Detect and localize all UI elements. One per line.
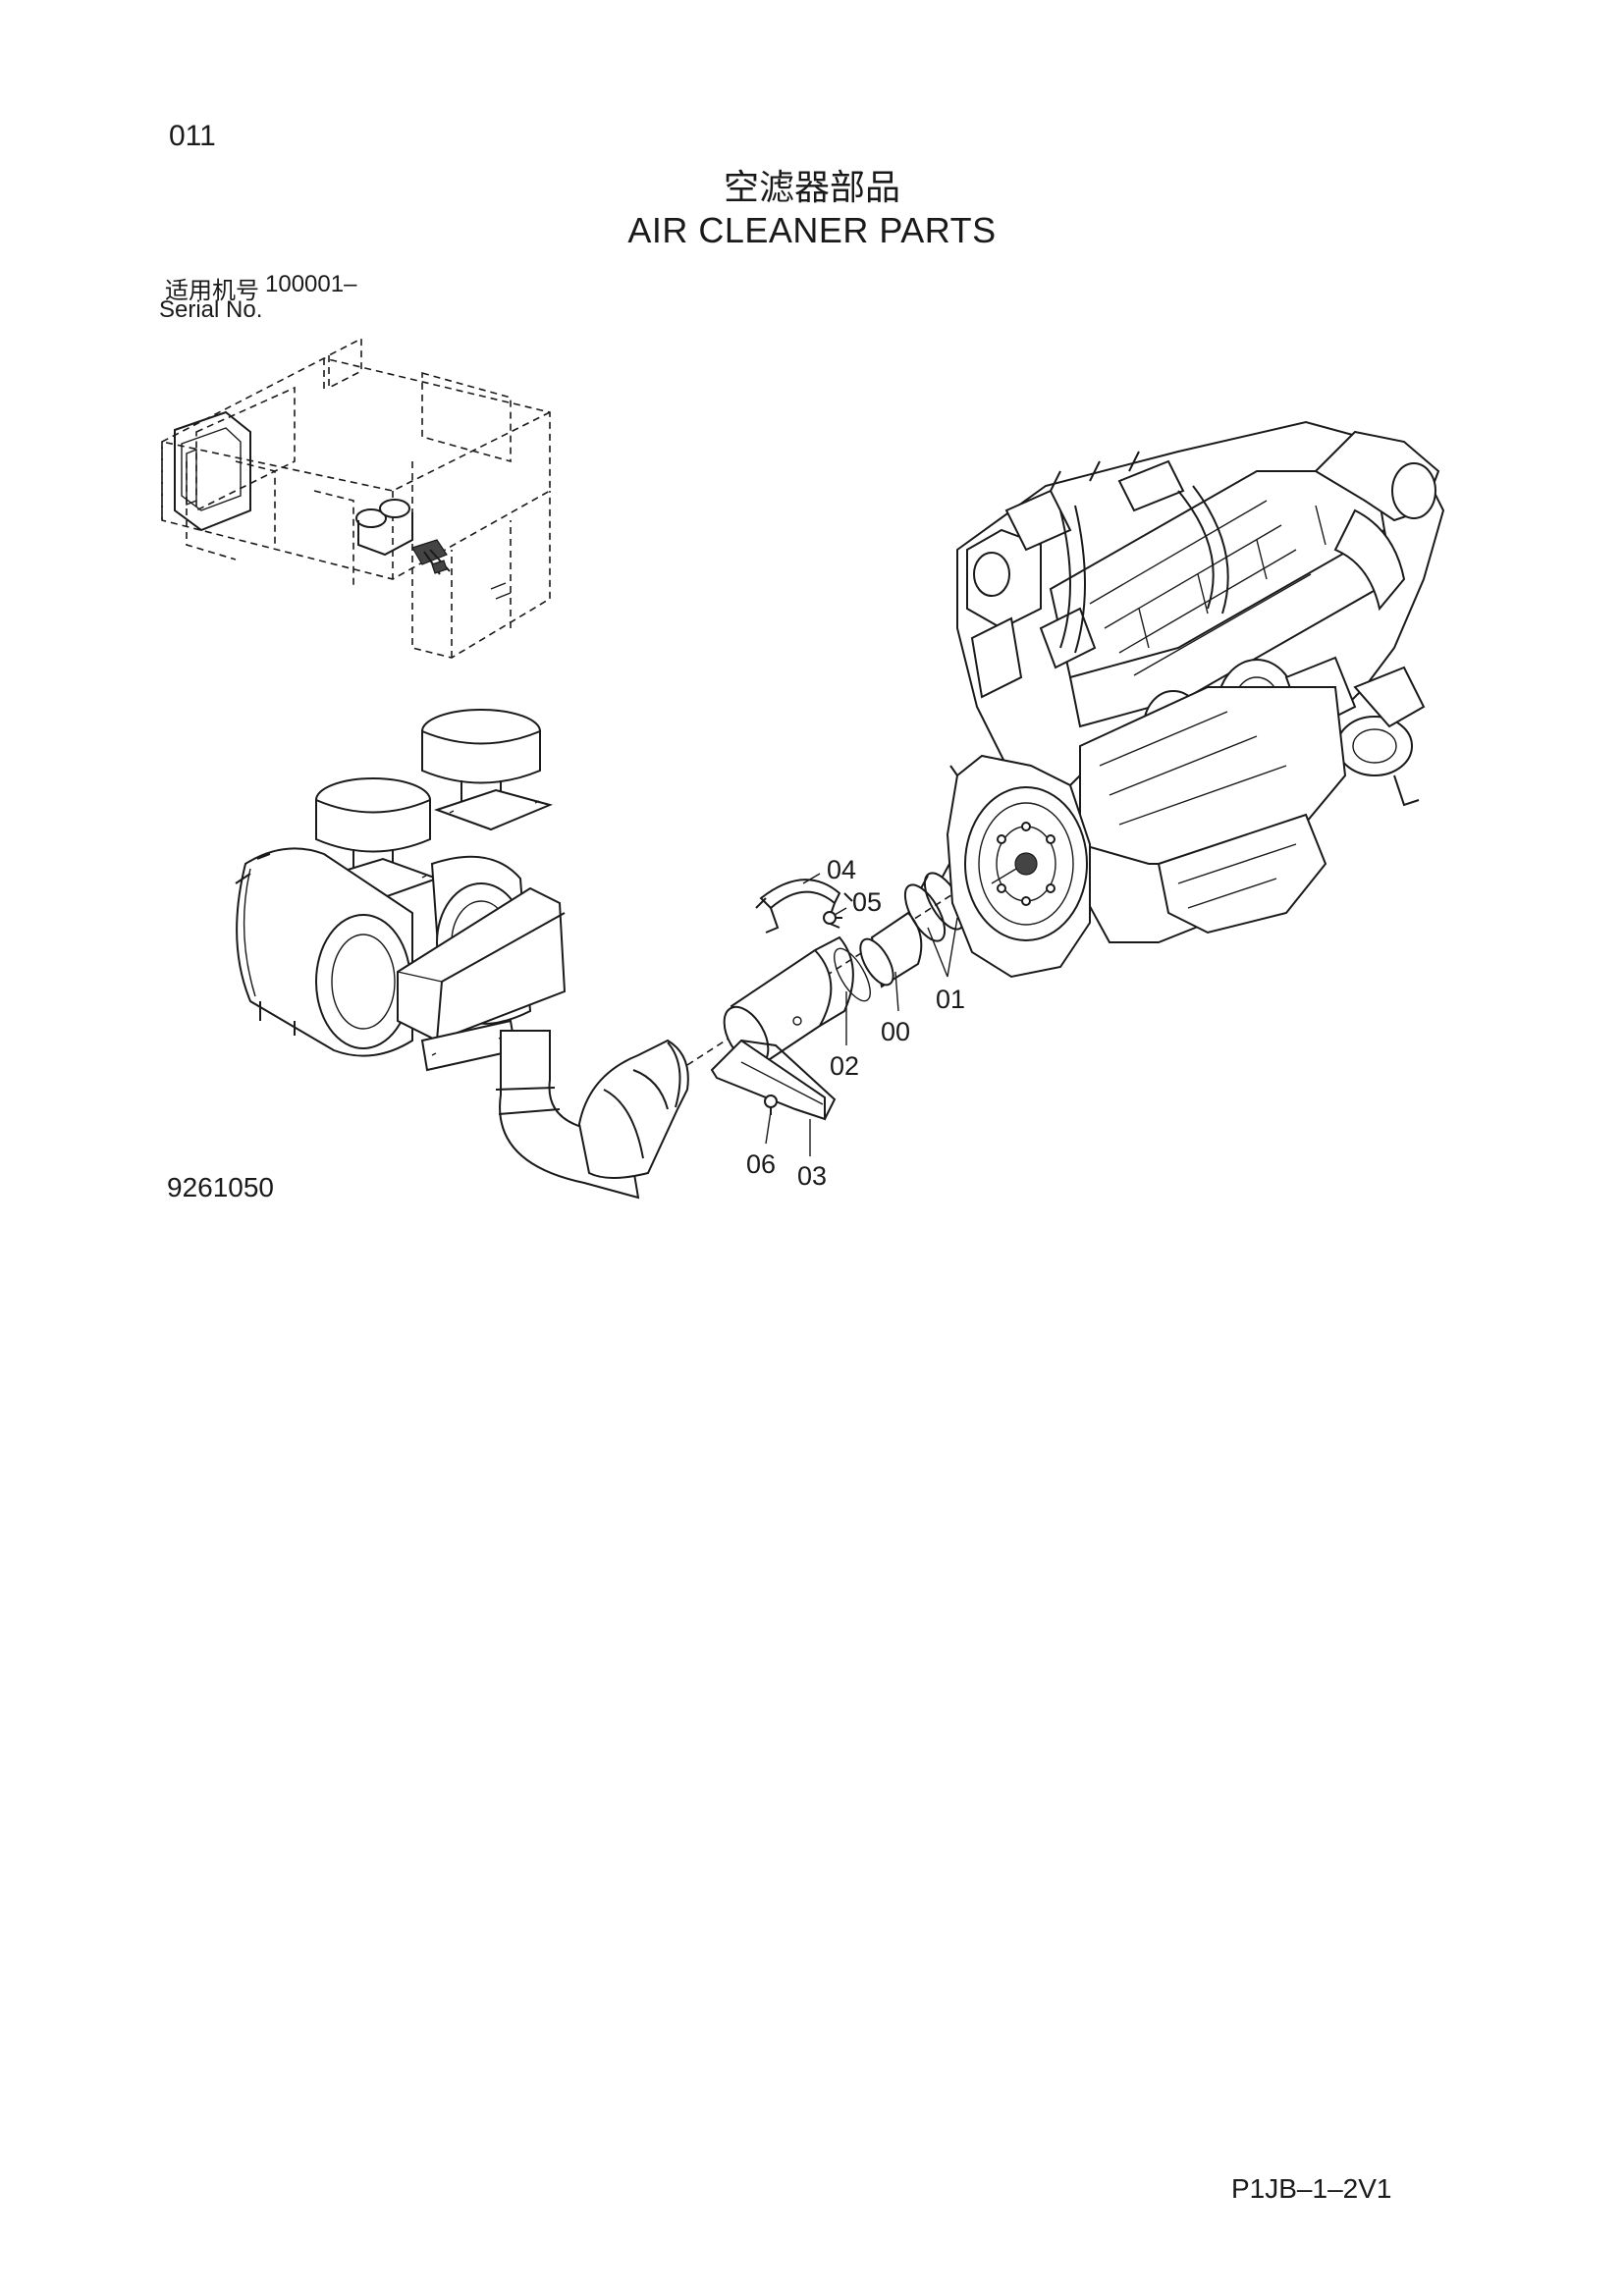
callout-06: 06 [746,1149,776,1179]
serial-range: 100001– [265,271,357,297]
drawing-number: 9261050 [167,1172,275,1202]
intake-parts-exploded [686,863,978,1121]
callout-leaders [765,873,958,1156]
callout-00: 00 [881,1017,910,1046]
callout-02: 02 [830,1051,859,1081]
callout-01: 01 [936,985,965,1014]
callout-04: 04 [827,855,856,884]
document-code: P1JB–1–2V1 [1231,2173,1392,2204]
page-number: 011 [169,120,216,152]
callout-labels: 04 05 01 00 02 06 03 [746,855,965,1191]
serial-label-english: Serial No. [159,296,263,323]
machine-overview-inset [161,337,551,659]
page-title-english: AIR CLEANER PARTS [627,210,997,250]
air-cleaner-assembly [235,709,689,1200]
serial-label-chinese: 适用机号 [165,277,259,304]
callout-05: 05 [852,887,882,917]
engine-assembly [946,420,1445,979]
callout-03: 03 [797,1161,827,1191]
page-title-chinese: 空滤器部品 [723,168,900,208]
